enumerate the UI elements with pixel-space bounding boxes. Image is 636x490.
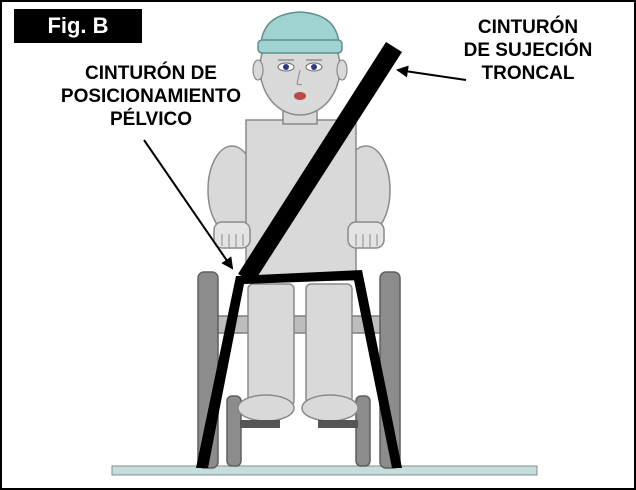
pelvic-belt-label-line-1: CINTURÓN DE (85, 63, 217, 84)
trunk-belt-label-line-1: CINTURÓN (477, 17, 579, 38)
cap (260, 11, 340, 47)
figure-label: Fig. B (14, 9, 142, 43)
right-hand-fingers (355, 234, 378, 247)
left-leg (247, 283, 295, 407)
left-ear (252, 59, 264, 81)
right-leg (305, 283, 353, 407)
trunk-belt (238, 42, 402, 282)
floor-platform (111, 465, 538, 476)
left-hand-fingers (221, 234, 244, 247)
trunk-belt-arrow (396, 65, 467, 81)
right-foot (301, 394, 359, 422)
right-pupil (311, 64, 317, 70)
left-foot (237, 394, 295, 422)
left-footrest (240, 420, 280, 428)
right-footrest (318, 420, 358, 428)
pelvic-belt-arrow (143, 139, 234, 270)
pelvic-belt-label-line-2: POSICIONAMIENTO (60, 86, 242, 107)
wheelchair-right-caster (355, 395, 371, 467)
pelvic-belt-label-line-3: PÉLVICO (110, 109, 192, 130)
trunk-belt-label-line-3: TRONCAL (481, 63, 575, 84)
right-hand (347, 221, 385, 249)
nose (296, 69, 303, 86)
left-hand (213, 221, 251, 249)
pelvic-belt-label: CINTURÓN DE POSICIONAMIENTO PÉLVICO (22, 62, 280, 131)
wheelchair-left-caster (226, 395, 242, 467)
trunk-belt-label: CINTURÓN DE SUJECIÓN TRONCAL (428, 16, 628, 85)
cap-brim (257, 39, 343, 54)
left-pupil (283, 64, 289, 70)
right-ear (336, 59, 348, 81)
trunk-belt-label-line-2: DE SUJECIÓN (463, 40, 593, 61)
mouth (294, 92, 306, 100)
